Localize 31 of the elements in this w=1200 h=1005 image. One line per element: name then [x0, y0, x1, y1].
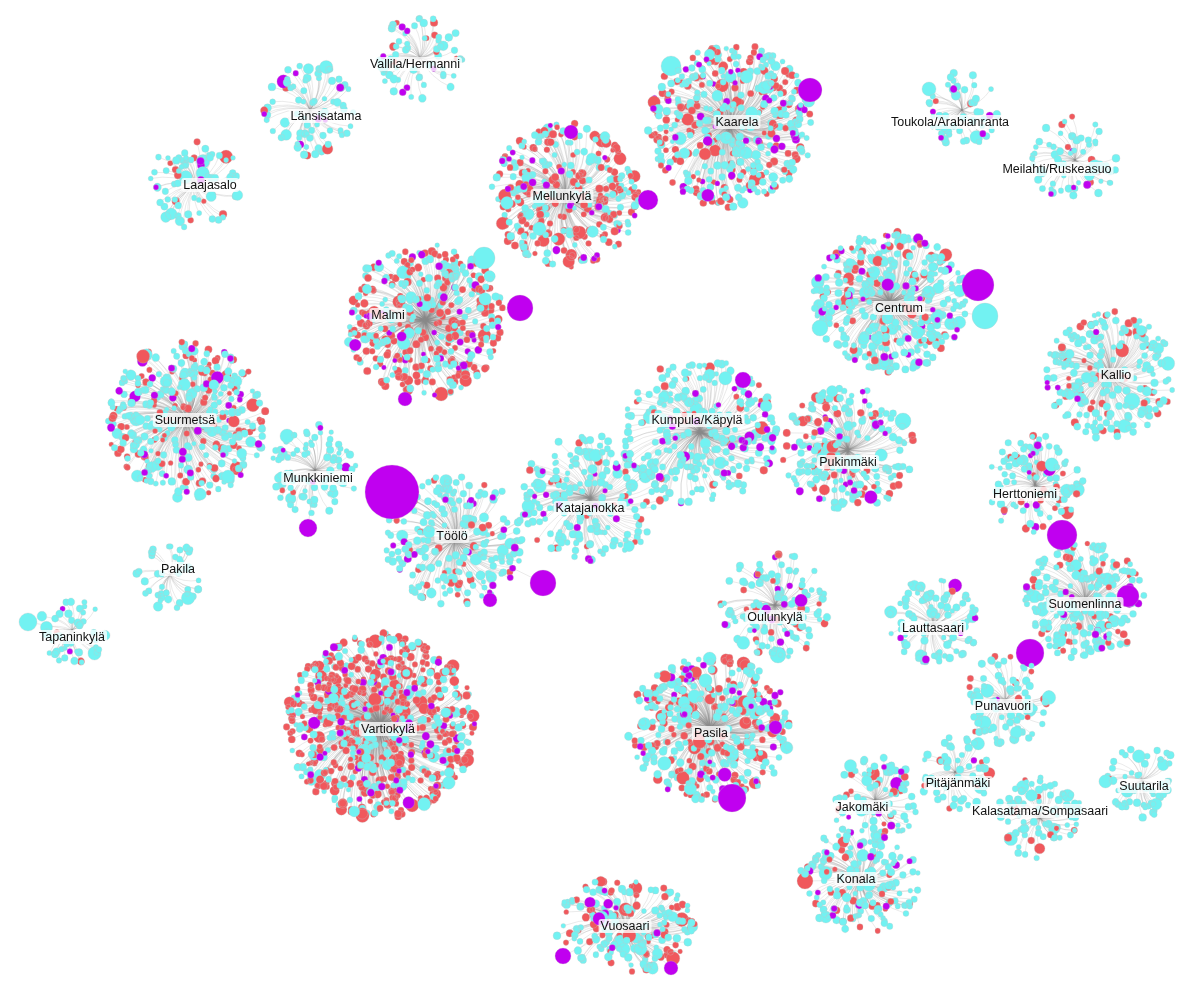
district-label: Vallila/Hermanni [367, 57, 463, 71]
district-label: Kumpula/Käpylä [649, 413, 745, 427]
district-label: Lauttasaari [900, 621, 966, 635]
district-label: Suurmetsä [152, 413, 218, 427]
district-label: Oulunkylä [745, 610, 805, 624]
district-label: Kallio [1098, 368, 1134, 382]
district-label: Kaarela [713, 115, 761, 129]
district-label: Tapaninkylä [37, 630, 107, 644]
district-label: Suutarila [1117, 779, 1171, 793]
district-label: Konala [834, 872, 878, 886]
district-label: Vartiokylä [359, 722, 417, 736]
district-label: Pitäjänmäki [923, 776, 993, 790]
district-label: Munkkiniemi [281, 471, 355, 485]
district-label: Meilahti/Ruskeasuo [1000, 162, 1114, 176]
district-label: Suomenlinna [1046, 597, 1124, 611]
district-label: Kalasatama/Sompasaari [969, 804, 1111, 818]
district-label: Malmi [369, 308, 407, 322]
district-label: Pasila [692, 726, 730, 740]
district-label: Toukola/Arabianranta [888, 115, 1012, 129]
district-label: Katajanokka [553, 501, 627, 515]
district-label: Pukinmäki [817, 455, 879, 469]
district-label: Punavuori [972, 699, 1034, 713]
district-label: Mellunkylä [530, 189, 594, 203]
district-label: Pakila [159, 562, 197, 576]
district-label: Länsisatama [288, 109, 364, 123]
district-label: Centrum [873, 301, 925, 315]
district-label: Herttoniemi [991, 487, 1059, 501]
district-label: Jakomäki [833, 800, 891, 814]
district-label: Laajasalo [181, 178, 239, 192]
district-label: Vuosaari [598, 919, 652, 933]
district-label: Töölö [434, 529, 470, 543]
